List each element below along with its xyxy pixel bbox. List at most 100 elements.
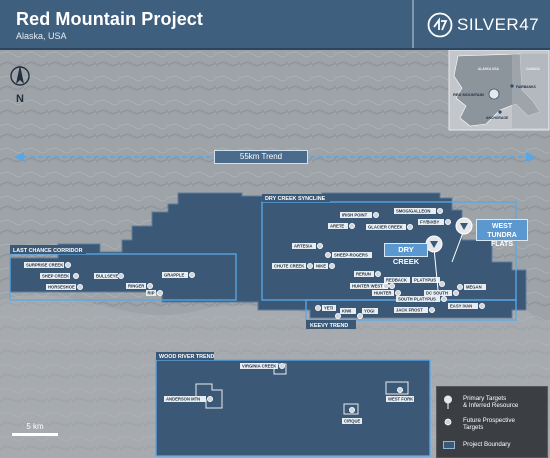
target-marker-virginia-creek [278,362,285,369]
project-boundary-wood-river [155,359,431,457]
target-marker-west-fork [396,386,403,393]
scale-bar: 5 km [12,422,58,436]
page-title: Red Mountain Project [16,9,204,29]
target-marker-chute-creek [306,262,313,269]
target-label-yogi: YOGI [364,309,374,314]
primary-pin-west-tundra-flats [451,217,473,263]
target-marker-yogi [356,312,363,319]
target-label-easy-ivan: EASY IVAN [450,304,472,309]
trend-label: 55km Trend [214,150,308,164]
zone-outline-last-chance [9,253,237,301]
target-marker-horseshoe [77,283,84,290]
target-marker-surprise-creek [65,261,72,268]
north-arrow: N [8,64,32,105]
target-label-horseshoe: HORSESHOE [48,285,75,290]
target-label-anderson-mtn: ANDERSON MTN [166,397,200,402]
target-label-irish-point: IRISH POINT [342,213,368,218]
target-marker-nike [328,262,335,269]
inset-label-canada: CANADA [526,67,541,71]
target-label-jack-frost: JACK FROST [396,308,423,313]
target-label-south-platypus: SOUTH PLATYPUS [398,297,436,302]
callout-west-tundra-line2: FLATS [490,241,514,248]
target-marker-easy-ivan [478,302,485,309]
target-marker-south-platypus [440,295,447,302]
legend-future-line2: Targets [463,424,484,431]
target-marker-rerun [374,270,381,277]
target-marker-smog-galleon [436,207,443,214]
target-label-megan: MEGAN [466,285,482,290]
inset-label-red-mountain: RED MOUNTAIN [453,92,484,97]
header-bar: Red Mountain Project Alaska, USA SILVER4… [0,0,550,50]
scale-line [12,433,58,436]
target-marker-redback [382,282,389,289]
target-label-arete: ARETE [330,224,344,229]
legend-row-future: Future Prospective Targets [443,417,515,431]
target-marker-platypus [438,280,445,287]
target-marker-dc-south [452,289,459,296]
target-label-shep-creek: SHEP CREEK [42,274,69,279]
zone-label-keevy: KEEVY TREND [310,323,348,329]
target-label-rerun: RERUN [356,272,371,277]
target-label-dc-south: DC SOUTH [426,291,448,296]
target-label-platypus: PLATYPUS [414,278,436,283]
target-marker-kiwi [334,312,341,319]
target-label-yeti: YETI [324,306,333,311]
scale-label: 5 km [26,422,44,431]
target-marker-artesia [316,242,323,249]
callout-west-tundra-line1: WEST TUNDRA [487,223,517,239]
target-marker-ringer [146,282,153,289]
zone-outline-wood-river [155,359,431,457]
target-marker-irish-point [372,211,379,218]
target-marker-hunter [394,289,401,296]
legend-row-boundary: Project Boundary [443,441,510,449]
target-label-redback: REDBACK [386,278,407,283]
target-marker-grapple [188,271,195,278]
target-label-chute-creek: CHUTE CREEK [274,264,304,269]
legend: Primary Targets & Inferred Resource Futu… [436,386,548,458]
header-divider [412,0,414,48]
target-label-grapple: GRAPPLE [164,273,184,278]
callout-dry-creek: DRY CREEK [384,243,428,266]
page-subtitle: Alaska, USA [16,31,67,41]
north-label: N [16,93,24,104]
target-label-ringer: RINGER [128,284,144,289]
target-marker-sheep-rogers [324,251,331,258]
legend-boundary: Project Boundary [463,441,511,448]
target-label-sheep-rogers: SHEEP-ROGERS [334,253,368,258]
target-label-west-fork: WEST FORK [388,397,413,402]
target-marker-fy-bixby [444,218,451,225]
target-markers [65,207,485,413]
inset-label-fairbanks: FAIRBANKS [516,85,537,89]
target-label-cirque: CIRQUE [344,419,360,424]
target-label-fy-bixby: FY/BIXBY [420,220,440,225]
target-label-artesia: ARTESIA [294,244,312,249]
target-marker-shep-creek [73,272,80,279]
target-label-surprise-creek: SURPRISE CREEK [26,263,63,268]
target-marker-hunter-west [388,282,395,289]
inset-label-anchorage: ANCHORAGE [486,116,509,120]
target-marker-anderson-mtn [206,395,213,402]
callout-west-tundra-flats: WEST TUNDRA FLATS [476,219,528,248]
future-target-icon [444,418,452,426]
legend-future-line1: Future Prospective [463,417,515,424]
target-marker-jack-frost [428,306,435,313]
target-label-hunter-west: HUNTER WEST [352,284,383,289]
target-label-hunter: HUNTER [374,291,391,296]
legend-row-primary: Primary Targets & Inferred Resource [443,395,518,409]
zone-label-wood-river: WOOD RIVER TREND [159,354,215,360]
target-marker-rip [156,289,163,296]
target-marker-yeti [314,304,321,311]
target-label-virginia-creek: VIRGINIA CREEK [242,364,276,369]
legend-primary-line1: Primary Targets [463,395,507,402]
project-boundary-swatch-icon [443,441,455,449]
north-arrow-icon: N [10,65,30,105]
zone-label-last-chance: LAST CHANCE CORRIDOR [13,248,83,254]
target-label-smog-galleon: SMOG/GALLEON [396,209,430,214]
legend-primary-line2: & Inferred Resource [463,402,519,409]
target-label-glacier-creek: GLACIER CREEK [368,225,403,230]
target-label-nike: NIKE [316,264,326,269]
target-label-rip: RIP [148,291,155,296]
target-marker-cirque [348,406,355,413]
